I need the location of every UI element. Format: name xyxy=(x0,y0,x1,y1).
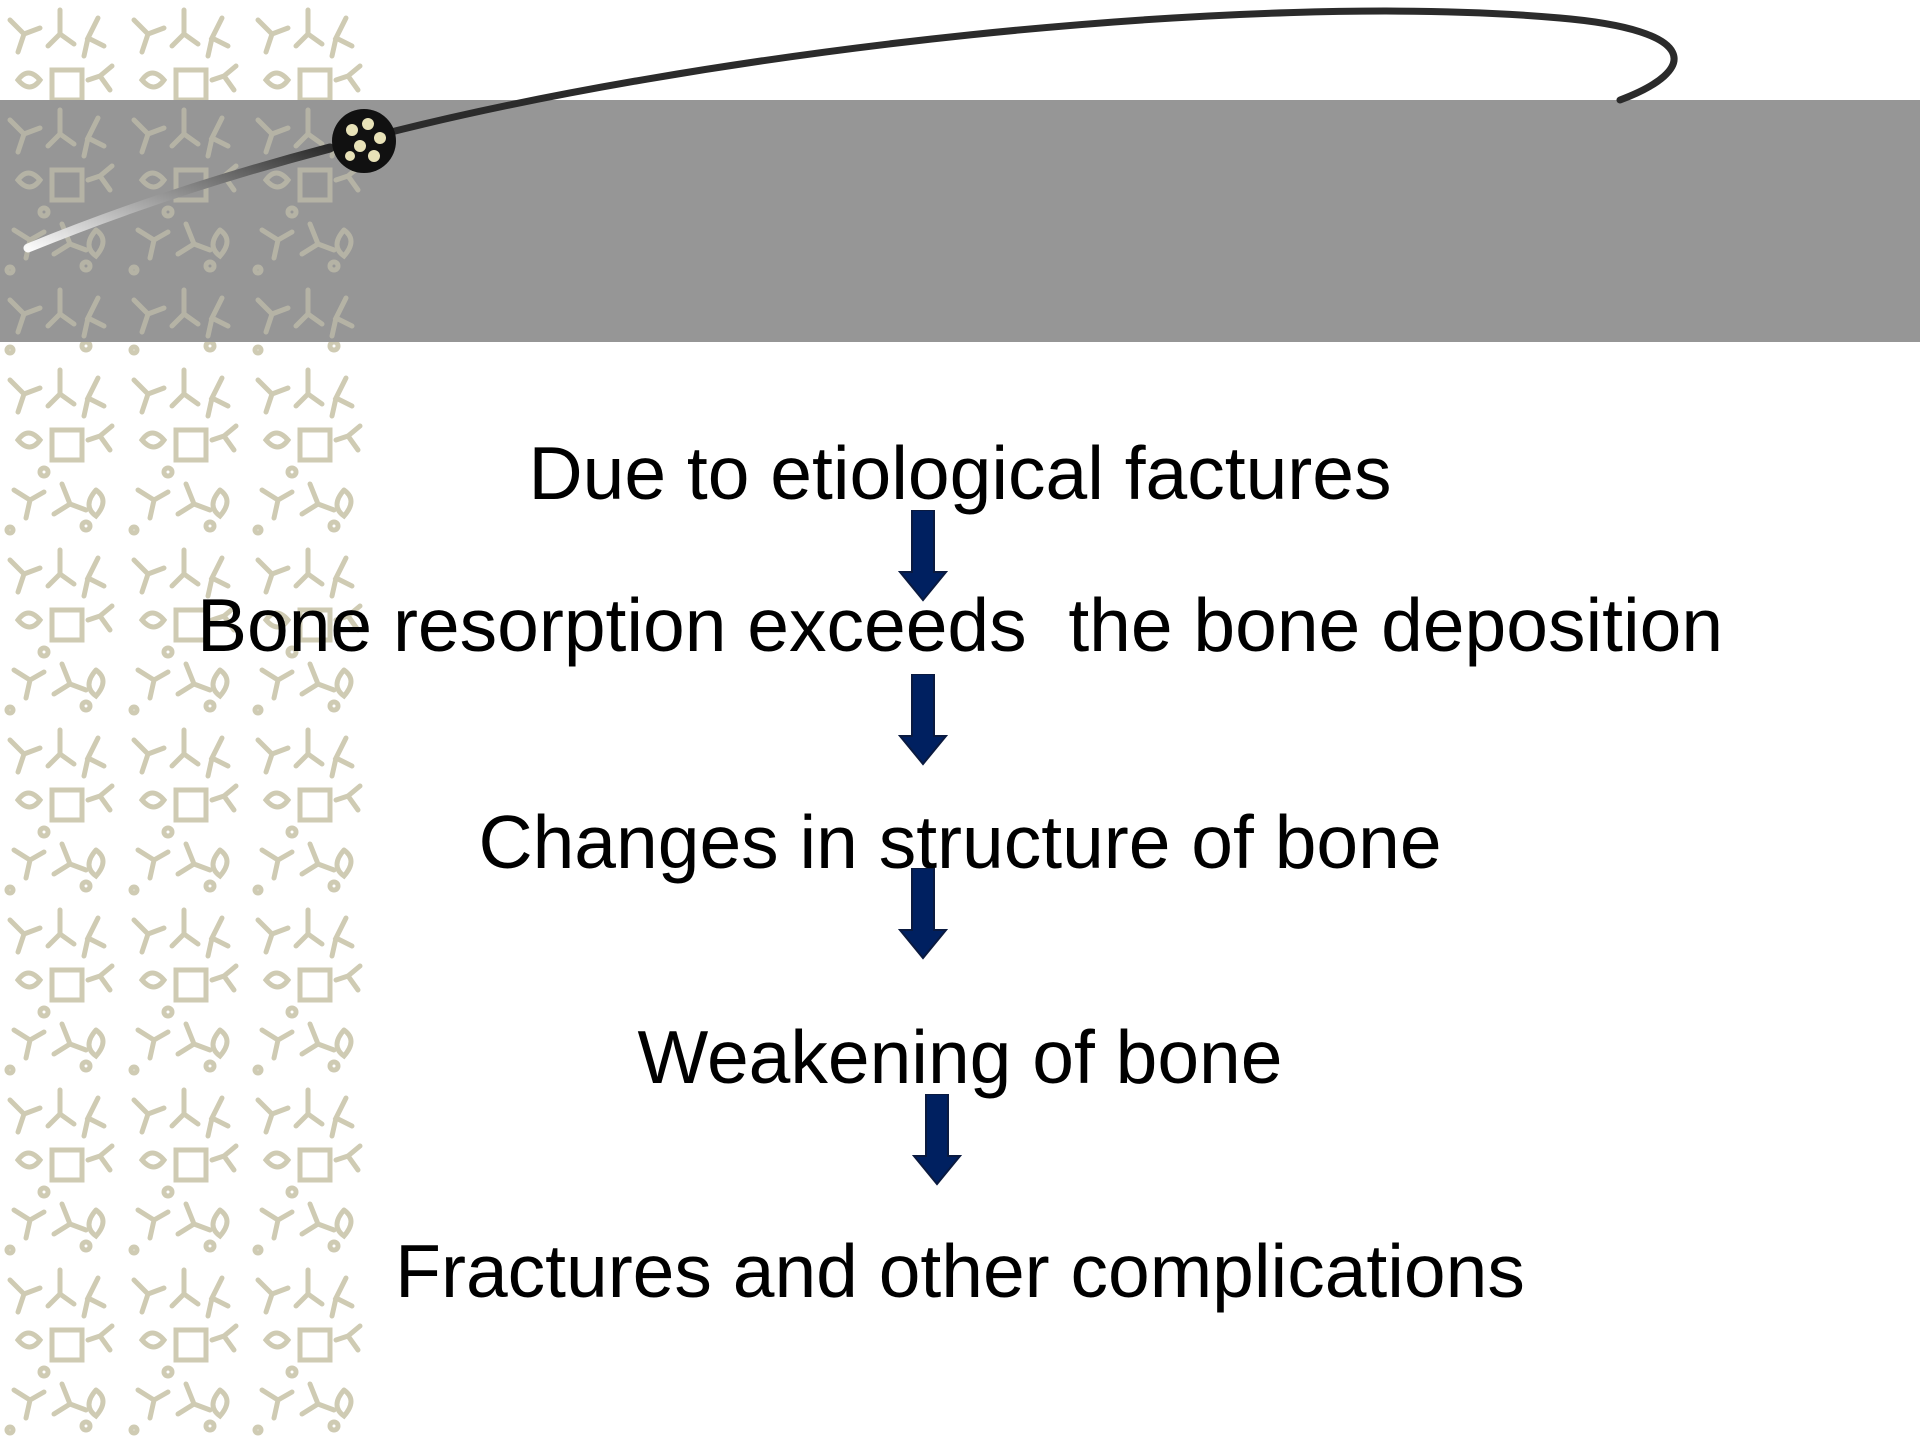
flow-step-1: Due to etiological factures xyxy=(0,428,1920,518)
flow-step-3: Changes in structure of bone xyxy=(0,797,1920,887)
flow-step-4: Weakening of bone xyxy=(0,1012,1920,1102)
flow-step-5: Fractures and other complications xyxy=(0,1226,1920,1316)
orbit-decoration xyxy=(0,0,1920,360)
orbit-ball-icon xyxy=(332,109,396,173)
down-arrow-icon xyxy=(898,674,948,766)
down-arrow-icon xyxy=(898,868,948,960)
down-arrow-icon xyxy=(912,1094,962,1186)
flow-step-2: Bone resorption exceeds the bone deposit… xyxy=(0,580,1920,670)
